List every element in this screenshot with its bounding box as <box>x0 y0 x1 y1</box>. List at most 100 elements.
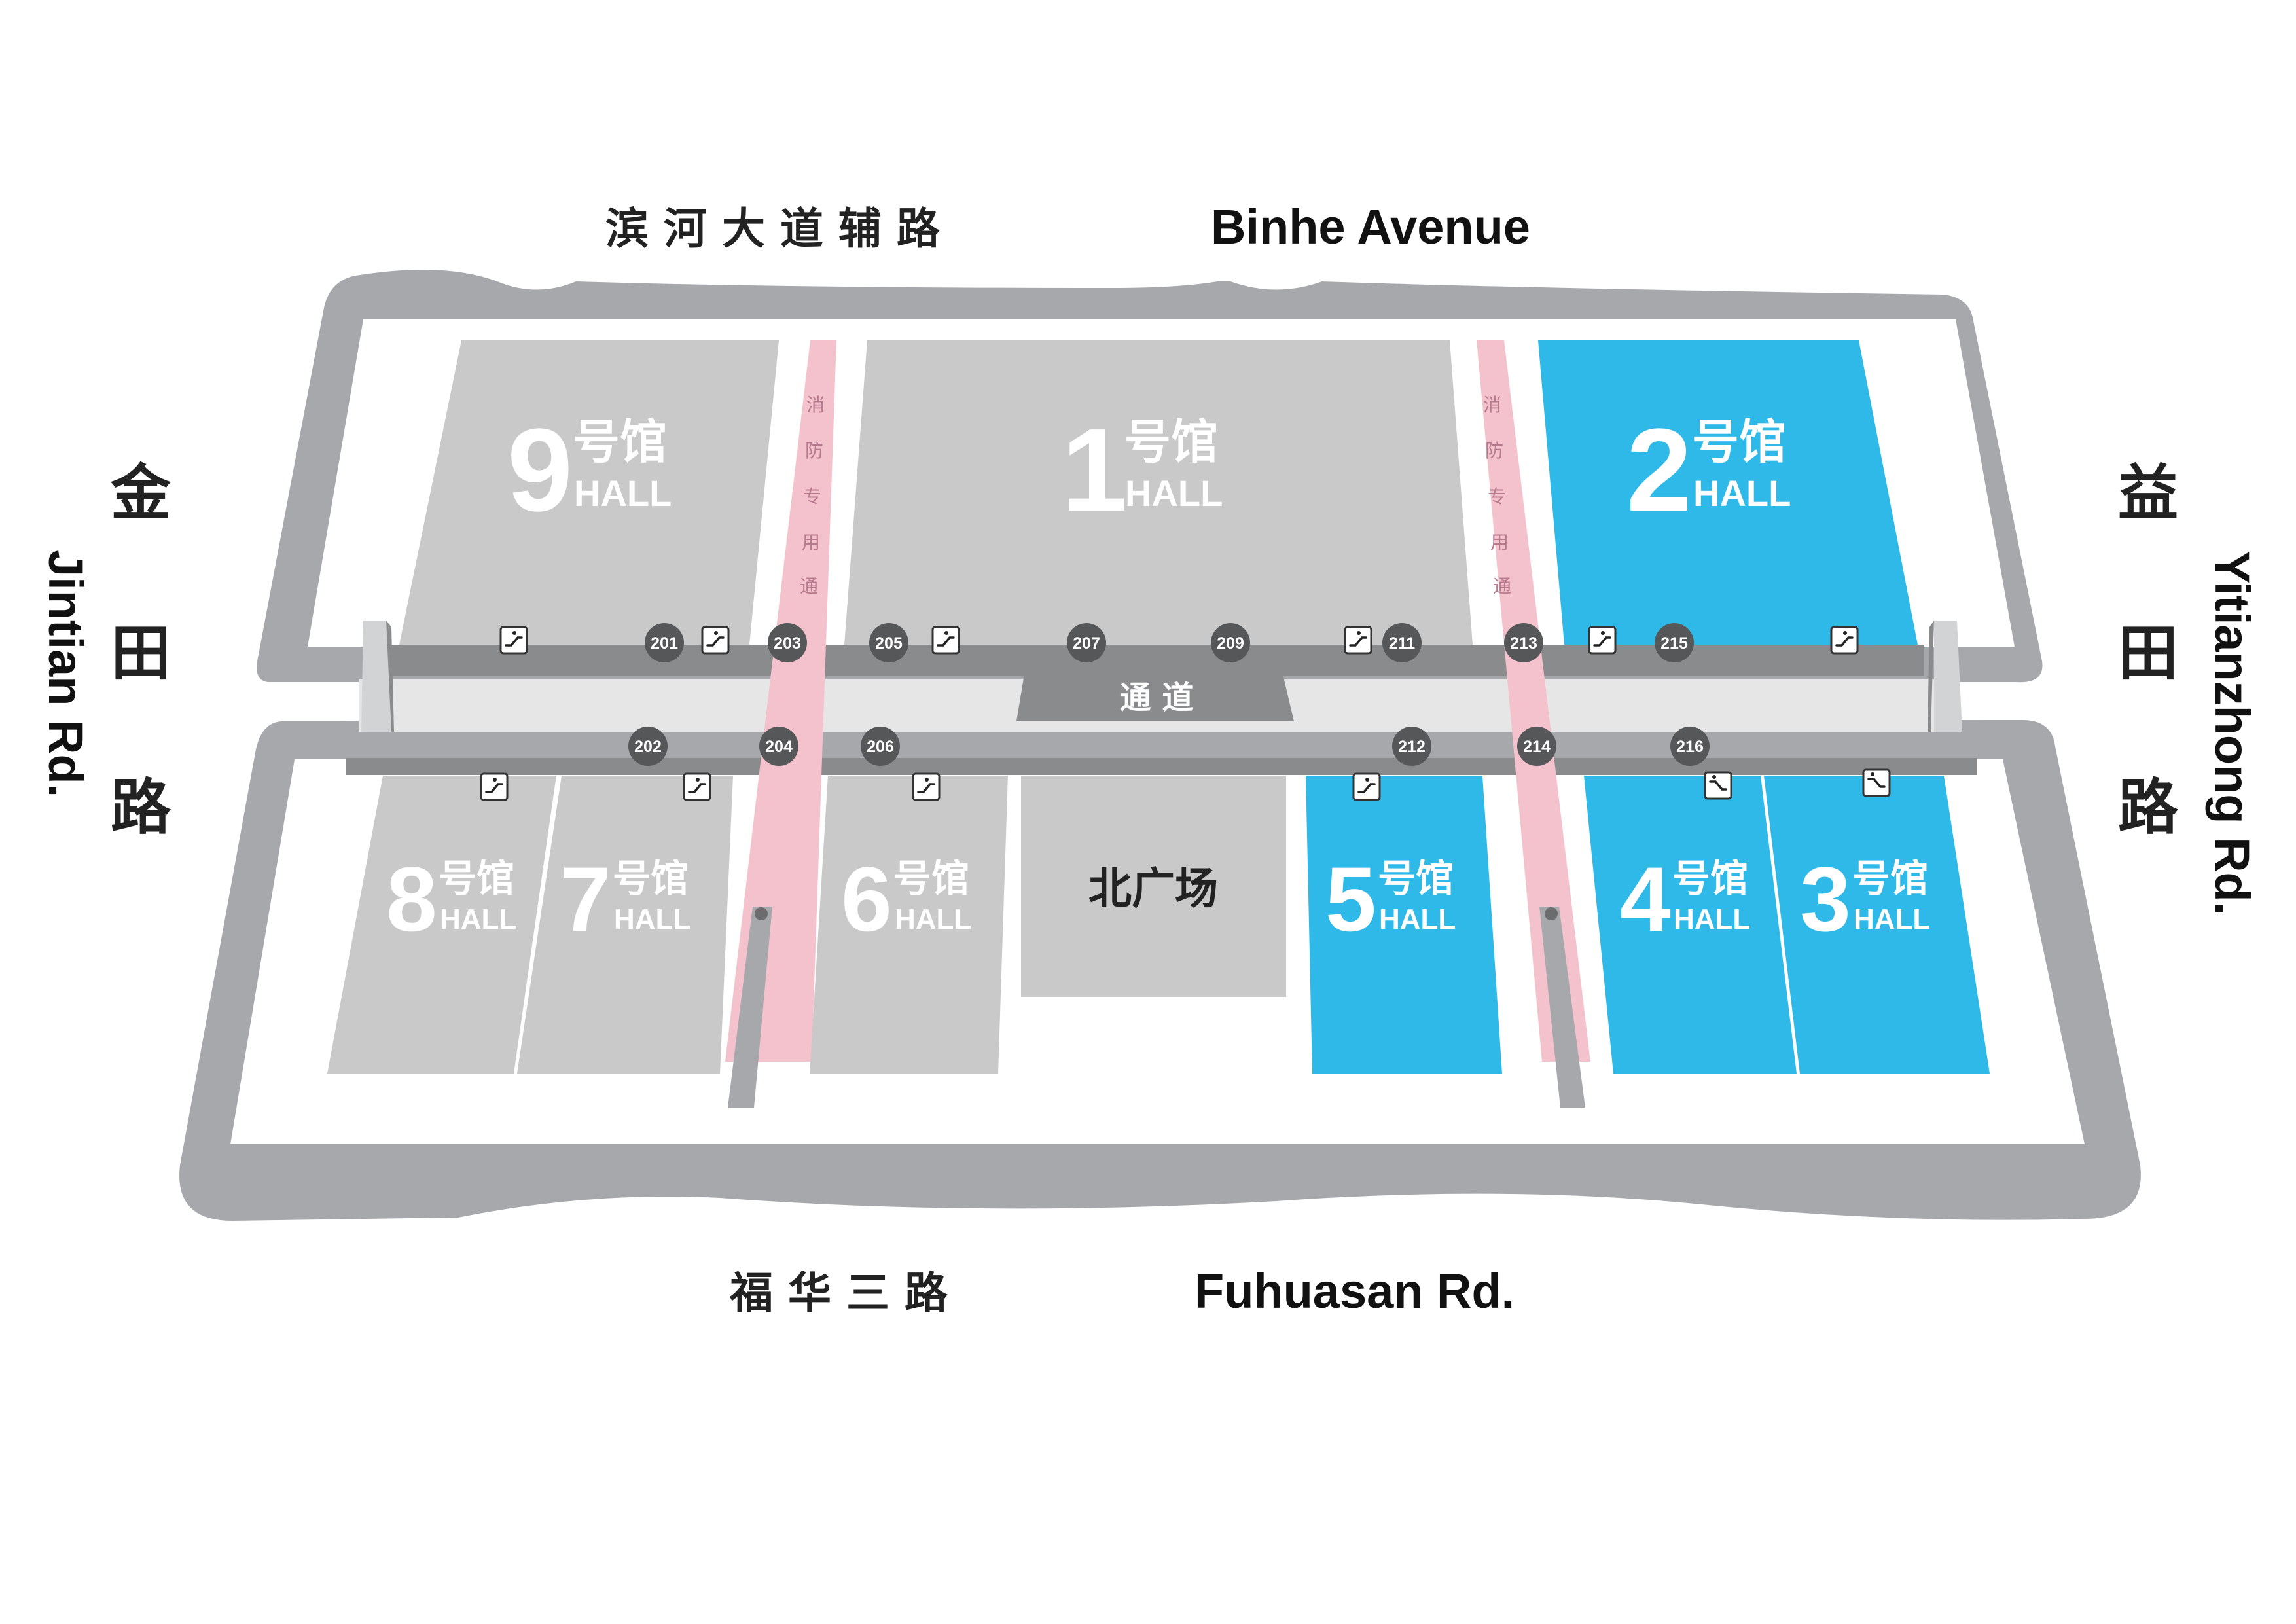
hall-cn-label: 号馆 <box>1378 856 1454 901</box>
escalator-icon <box>701 626 730 655</box>
hall-3-block[interactable] <box>1764 776 1990 1074</box>
hall-5-block[interactable] <box>1306 776 1502 1074</box>
road-south-en: Fuhuasan Rd. <box>1194 1264 1515 1318</box>
hall-6-label: 6 号馆 HALL <box>841 848 971 950</box>
door-number: 215 <box>1660 634 1688 653</box>
fire-lane-west-ramp <box>728 907 772 1108</box>
road-east-cn-1: 益 <box>2118 458 2178 528</box>
fire-lane-east-char-2: 防 <box>1485 440 1503 461</box>
hall-number: 3 <box>1800 848 1851 950</box>
escalator-icon <box>1830 626 1859 655</box>
north-walkway <box>389 645 1924 676</box>
road-west-cn-3: 路 <box>111 772 171 842</box>
door-number: 211 <box>1389 634 1415 653</box>
road-east-cn-2: 田 <box>2118 619 2178 689</box>
hall-8-label: 8 号馆 HALL <box>386 848 516 950</box>
door-206[interactable]: 206 <box>861 727 900 766</box>
fire-lane-east-char-1: 消 <box>1483 394 1501 416</box>
door-number: 209 <box>1217 634 1244 653</box>
hall-number: 1 <box>1062 405 1127 536</box>
hall-number: 6 <box>841 848 892 950</box>
road-west-en: Jintian Rd. <box>39 550 93 797</box>
fire-lane-west-char-4: 用 <box>802 532 820 553</box>
door-202[interactable]: 202 <box>628 727 668 766</box>
hall-number: 5 <box>1325 848 1376 950</box>
corridor-passage <box>1016 674 1294 721</box>
hall-2-label: 2 号馆 HALL <box>1626 405 1791 536</box>
road-west-cn-2: 田 <box>111 619 171 689</box>
road-east-en: Yitianzhong Rd. <box>2205 551 2259 915</box>
hall-cn-label: 号馆 <box>1692 414 1786 469</box>
fire-lane-west-char-3: 专 <box>803 486 821 507</box>
door-211[interactable]: 211 <box>1382 623 1422 662</box>
door-216[interactable]: 216 <box>1670 727 1710 766</box>
east-entrance-gate <box>1928 621 1962 732</box>
escalator-icon <box>1344 626 1372 655</box>
hall-4-block[interactable] <box>1584 776 1797 1074</box>
fire-lane-west-char-5: 通 <box>800 575 818 597</box>
south-walkway <box>346 758 1977 775</box>
door-203[interactable]: 203 <box>768 623 807 662</box>
door-214[interactable]: 214 <box>1517 727 1556 766</box>
door-207[interactable]: 207 <box>1067 623 1106 662</box>
hall-1-label: 1 号馆 HALL <box>1062 405 1223 536</box>
fire-lane-east-char-4: 用 <box>1490 532 1509 553</box>
hall-number: 9 <box>507 405 573 536</box>
north-plaza-block[interactable] <box>1021 776 1286 997</box>
hall-7-label: 7 号馆 HALL <box>560 848 691 950</box>
hall-en-label: HALL <box>895 903 971 935</box>
door-number: 205 <box>875 634 903 653</box>
road-south-cn: 福 华 三 路 <box>729 1268 948 1318</box>
door-number: 201 <box>651 634 678 653</box>
hall-number: 2 <box>1626 405 1692 536</box>
door-215[interactable]: 215 <box>1655 623 1694 662</box>
door-number: 213 <box>1510 634 1537 653</box>
road-west-cn-1: 金 <box>110 458 171 528</box>
north-plaza-label: 北广场 <box>1088 863 1218 914</box>
hall-number: 8 <box>386 848 437 950</box>
hall-cn-label: 号馆 <box>1672 856 1748 901</box>
ramp-marker-east <box>1545 907 1558 920</box>
hall-cn-label: 号馆 <box>1124 414 1218 469</box>
corridor-label: 通 道 <box>1120 679 1194 716</box>
hall-6-block[interactable] <box>810 776 1008 1074</box>
door-number: 202 <box>634 738 662 756</box>
door-213[interactable]: 213 <box>1504 623 1543 662</box>
escalator-icon <box>931 626 960 655</box>
fire-lane-east-char-3: 专 <box>1488 486 1506 507</box>
road-north-en: Binhe Avenue <box>1211 200 1530 254</box>
door-205[interactable]: 205 <box>869 623 908 662</box>
hall-cn-label: 号馆 <box>439 856 514 901</box>
escalator-down-icon <box>1704 771 1732 800</box>
door-number: 206 <box>867 738 894 756</box>
fire-lane-east <box>1477 340 1590 1062</box>
hall-8-block[interactable] <box>327 776 556 1074</box>
hall-en-label: HALL <box>1125 473 1223 514</box>
hall-1-block[interactable] <box>844 340 1473 645</box>
hall-en-label: HALL <box>1854 903 1930 935</box>
hall-4-label: 4 号馆 HALL <box>1620 848 1750 950</box>
door-209[interactable]: 209 <box>1211 623 1250 662</box>
hall-2-block[interactable] <box>1538 340 1918 645</box>
door-number: 216 <box>1676 738 1704 756</box>
hall-cn-label: 号馆 <box>573 414 667 469</box>
escalator-icon <box>683 772 711 801</box>
escalator-icon <box>1352 772 1381 801</box>
hall-9-block[interactable] <box>399 340 779 645</box>
hall-number: 4 <box>1620 848 1671 950</box>
door-number: 203 <box>774 634 801 653</box>
door-number: 207 <box>1073 634 1100 653</box>
escalator-icon <box>912 772 941 801</box>
hall-cn-label: 号馆 <box>613 856 689 901</box>
door-204[interactable]: 204 <box>759 727 798 766</box>
escalator-down-icon <box>1862 768 1891 797</box>
fire-lane-east-char-5: 通 <box>1493 575 1511 597</box>
hall-en-label: HALL <box>614 903 691 935</box>
door-201[interactable]: 201 <box>645 623 684 662</box>
hall-en-label: HALL <box>1674 903 1750 935</box>
hall-7-block[interactable] <box>517 776 733 1074</box>
door-212[interactable]: 212 <box>1392 727 1431 766</box>
hall-5-label: 5 号馆 HALL <box>1325 848 1456 950</box>
fire-lane-west-char-2: 防 <box>805 440 823 461</box>
